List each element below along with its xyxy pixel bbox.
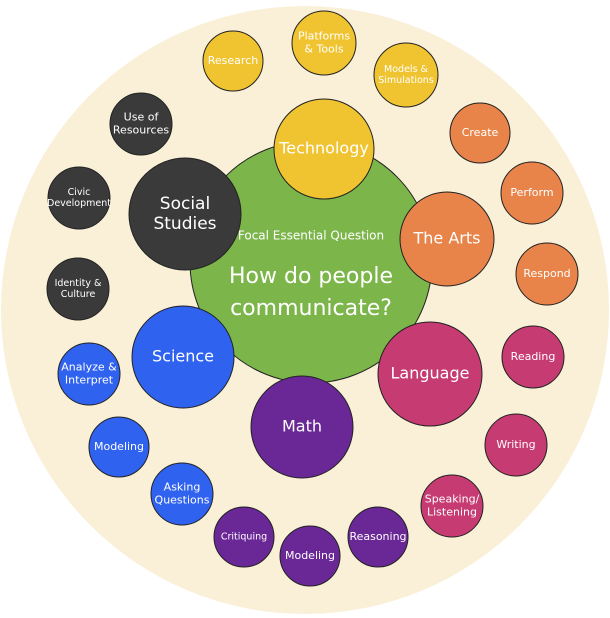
subtopic-math-1: Modeling: [279, 525, 341, 587]
center-caption: Focal Essential Question: [238, 229, 384, 243]
subtopic-language-0-circle: [501, 325, 565, 389]
subtopic-the-arts-1-label: Perform: [510, 186, 553, 199]
subtopic-technology-0-circle: [202, 30, 264, 92]
subtopic-social-studies-2-circle: [109, 92, 173, 156]
topic-science-label: Science: [152, 347, 214, 366]
subtopic-math-1-label: Modeling: [285, 549, 335, 562]
subtopic-social-studies-0-circle: [46, 257, 110, 321]
topic-the-arts-circle: [399, 191, 495, 287]
center-node: Focal Essential Question How do people c…: [189, 140, 433, 384]
topic-language-circle: [377, 321, 483, 427]
topic-technology: Technology: [273, 98, 375, 200]
subtopic-science-2-label: Interpret: [65, 374, 114, 387]
subtopic-technology-0-label: Research: [208, 54, 258, 67]
subtopic-the-arts-0-label: Create: [462, 126, 499, 139]
subtopic-the-arts-2: Respond: [515, 242, 579, 306]
subtopic-the-arts-1: Perform: [500, 161, 564, 225]
subtopic-the-arts-1-circle: [500, 161, 564, 225]
subtopic-language-2: Speaking/Listening: [420, 474, 484, 538]
subtopic-math-2-circle: [213, 506, 275, 568]
subtopic-technology-2-label: Models &: [384, 64, 428, 75]
topic-math-label: Math: [282, 417, 322, 436]
subtopic-math-0-label: Reasoning: [349, 530, 406, 543]
subtopic-social-studies-1-label: Civic: [68, 187, 91, 198]
topic-the-arts-label: The Arts: [413, 229, 481, 248]
subtopic-technology-2: Models &Simulations: [373, 42, 439, 108]
subtopic-math-0-circle: [347, 506, 409, 568]
subtopic-science-1-circle: [88, 416, 150, 478]
subtopic-language-0: Reading: [501, 325, 565, 389]
subtopic-the-arts-2-circle: [515, 242, 579, 306]
topic-technology-label: Technology: [278, 139, 369, 158]
subtopic-the-arts-0: Create: [449, 102, 511, 164]
topic-social-studies-label: Studies: [153, 214, 216, 234]
subtopic-science-2-label: Analyze &: [61, 360, 117, 373]
center-question-line-1: How do people: [229, 264, 393, 289]
topic-the-arts: The Arts: [399, 191, 495, 287]
subtopic-technology-1-circle: [291, 10, 357, 76]
subtopic-the-arts-2-label: Respond: [523, 267, 570, 280]
subtopic-language-0-label: Reading: [511, 350, 556, 363]
subtopic-science-2: Analyze &Interpret: [57, 342, 121, 406]
topic-language-label: Language: [391, 364, 470, 383]
subtopic-language-2-label: Listening: [427, 506, 477, 519]
subtopic-the-arts-0-circle: [449, 102, 511, 164]
subtopic-technology-1: Platforms& Tools: [291, 10, 357, 76]
subtopic-science-0-label: Questions: [155, 494, 210, 507]
subtopic-social-studies-2-label: Use of: [124, 110, 160, 123]
subtopic-language-1: Writing: [484, 413, 548, 477]
subtopic-technology-2-circle: [373, 42, 439, 108]
subtopic-math-0: Reasoning: [347, 506, 409, 568]
subtopic-social-studies-0-label: Identity &: [55, 278, 102, 289]
topic-math-circle: [250, 375, 354, 479]
topic-science-circle: [131, 305, 235, 409]
subtopic-science-2-circle: [57, 342, 121, 406]
topic-technology-circle: [273, 98, 375, 200]
subtopic-science-1: Modeling: [88, 416, 150, 478]
subtopic-math-2-label: Critiquing: [221, 532, 267, 543]
subtopic-social-studies-0-label: Culture: [61, 289, 96, 300]
topic-science: Science: [131, 305, 235, 409]
subtopic-technology-1-label: Platforms: [298, 29, 350, 42]
subtopic-social-studies-0: Identity &Culture: [46, 257, 110, 321]
subtopic-math-2: Critiquing: [213, 506, 275, 568]
subtopic-science-0-label: Asking: [164, 480, 201, 493]
subtopic-technology-0: Research: [202, 30, 264, 92]
subtopic-language-1-label: Writing: [496, 438, 535, 451]
subtopic-social-studies-2-label: Resources: [113, 124, 169, 137]
subtopic-math-1-circle: [279, 525, 341, 587]
subtopic-science-1-label: Modeling: [94, 440, 144, 453]
center-question-line-2: communicate?: [230, 296, 392, 321]
subtopic-science-0-circle: [150, 462, 214, 526]
subtopic-language-2-label: Speaking/: [425, 492, 480, 505]
topic-social-studies-label: Social: [160, 194, 210, 214]
subtopic-language-1-circle: [484, 413, 548, 477]
subtopic-social-studies-1-label: Development: [47, 198, 111, 209]
topic-social-studies-circle: [128, 157, 242, 271]
subtopic-language-2-circle: [420, 474, 484, 538]
subtopic-technology-2-label: Simulations: [378, 75, 434, 86]
topic-language: Language: [377, 321, 483, 427]
topic-math: Math: [250, 375, 354, 479]
subtopic-social-studies-1-circle: [47, 166, 111, 230]
subtopic-technology-1-label: & Tools: [304, 43, 343, 56]
